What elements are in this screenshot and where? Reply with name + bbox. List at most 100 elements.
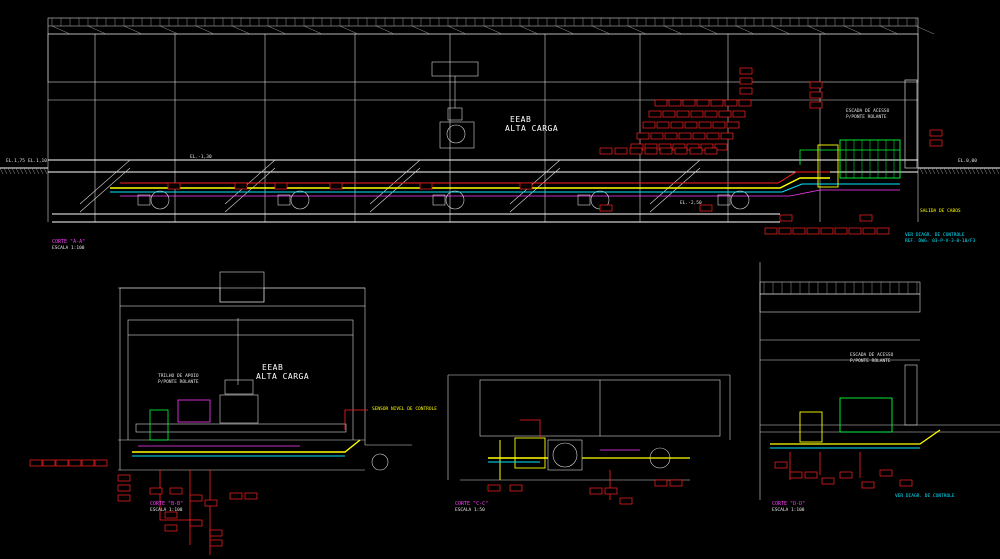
- pump-icon: [730, 190, 750, 210]
- level-label-1: EL.1,75: [6, 158, 25, 164]
- section-station-name: EEAB: [262, 363, 283, 372]
- small-note-3: VER DIAGR. DE CONTROLE: [895, 493, 955, 499]
- instrument-tag: [879, 469, 893, 477]
- instrument-tag: [662, 110, 676, 118]
- level-label-5: EL.-2,50: [680, 200, 702, 206]
- instrument-tag: [859, 214, 873, 222]
- instrument-tag: [704, 110, 718, 118]
- view-scale-a: ESCALA 1:100: [52, 245, 85, 251]
- instrument-tag: [738, 99, 752, 107]
- instrument-tag: [779, 214, 793, 222]
- instrument-tag: [682, 99, 696, 107]
- instrument-tag: [692, 132, 706, 140]
- instrument-tag: [68, 459, 82, 467]
- instrument-tag: [821, 477, 835, 485]
- instrument-tag: [329, 182, 343, 190]
- section-pipes: [132, 399, 368, 555]
- instrument-tag: [674, 147, 688, 155]
- stairs: [79, 159, 701, 213]
- instrument-tag: [656, 121, 670, 129]
- instrument-tag: [619, 497, 633, 505]
- instrument-tag: [654, 479, 668, 487]
- note-control: VER DIAGR. DE CONTROLE: [905, 232, 965, 238]
- section-view: EEAB ALTA CARGA CORTE "B-B" ESCALA 1:100…: [29, 271, 437, 555]
- instrument-tag: [642, 121, 656, 129]
- view-title-c: CORTE "C-C": [455, 501, 488, 507]
- instrument-tag: [929, 139, 943, 147]
- instrument-tag: [724, 99, 738, 107]
- instrument-tag: [669, 479, 683, 487]
- instrument-tag: [648, 110, 662, 118]
- instrument-tag: [899, 479, 913, 487]
- instrument-tag: [806, 227, 820, 235]
- instrument-tag: [739, 87, 753, 95]
- view-title-b: CORTE "B-B": [150, 501, 183, 507]
- view-title-d: CORTE "D-D": [772, 501, 805, 507]
- note-crane: P/PONTE ROLANTE: [846, 114, 887, 120]
- instrument-tag: [164, 511, 178, 519]
- instrument-tag: [670, 121, 684, 129]
- instrument-tag: [29, 459, 43, 467]
- instrument-tag: [644, 147, 658, 155]
- instrument-tag: [699, 204, 713, 212]
- detail-view: CORTE "C-C" ESCALA 1:50: [447, 374, 731, 513]
- instrument-tag: [117, 484, 131, 492]
- instrument-tag: [244, 492, 258, 500]
- instrument-tag: [809, 91, 823, 99]
- instrument-tag: [710, 99, 724, 107]
- instrument-tag: [117, 474, 131, 482]
- instrument-tag: [604, 487, 618, 495]
- instrument-tag: [689, 147, 703, 155]
- instrument-tag: [636, 132, 650, 140]
- instrument-tag: [654, 99, 668, 107]
- instrument-tag: [720, 132, 734, 140]
- level-label-3: EL.0,00: [958, 158, 977, 164]
- instrument-tag: [678, 132, 692, 140]
- elevation-small-view: CORTE "D-D" ESCALA 1:100 ESCADA DE ACESS…: [759, 262, 1000, 513]
- instrument-tag: [664, 132, 678, 140]
- instrument-tag: [419, 182, 433, 190]
- section-note-3: P/PONTE ROLANTE: [158, 379, 199, 385]
- instrument-tag: [789, 471, 803, 479]
- instrument-tag: [209, 539, 223, 547]
- instrument-tag: [204, 499, 218, 507]
- floor-slab: [0, 159, 1000, 223]
- instrument-tag: [164, 524, 178, 532]
- instrument-tag: [519, 182, 533, 190]
- instrument-tag: [650, 132, 664, 140]
- instrument-tag: [804, 471, 818, 479]
- instrument-tag: [726, 121, 740, 129]
- small-note-2: P/PONTE ROLANTE: [850, 358, 891, 364]
- instrument-tag: [834, 227, 848, 235]
- instrument-tag: [209, 529, 223, 537]
- instrument-tag: [599, 147, 613, 155]
- pump-icon: [290, 190, 310, 210]
- instrument-tag: [861, 481, 875, 489]
- instrument-tag: [714, 143, 728, 151]
- instrument-tags-section: [29, 459, 258, 547]
- level-label-2: EL.1,10: [28, 158, 47, 164]
- instrument-tag: [929, 129, 943, 137]
- structural-columns: [47, 34, 919, 222]
- instrument-tag: [739, 67, 753, 75]
- instrument-tag: [712, 121, 726, 129]
- instrument-tag: [792, 227, 806, 235]
- level-label-4: EL.-1,30: [190, 154, 212, 160]
- instrument-tags-detail: [487, 479, 683, 505]
- instrument-tag: [55, 459, 69, 467]
- control-panels: [817, 79, 918, 188]
- instrument-tag: [706, 132, 720, 140]
- instrument-tag: [189, 519, 203, 527]
- instrument-tag: [614, 147, 628, 155]
- instrument-tag: [599, 204, 613, 212]
- instrument-tags-elevation: [167, 67, 943, 235]
- instrument-tag: [764, 227, 778, 235]
- roof-truss: [47, 17, 919, 101]
- instrument-tag: [676, 110, 690, 118]
- instrument-tag: [684, 121, 698, 129]
- instrument-tag: [839, 471, 853, 479]
- instrument-tag: [668, 99, 682, 107]
- elevation-view: EEAB ALTA CARGA CORTE "A-A" ESCALA 1:100…: [0, 17, 1000, 251]
- view-title-a: CORTE "A-A": [52, 239, 85, 245]
